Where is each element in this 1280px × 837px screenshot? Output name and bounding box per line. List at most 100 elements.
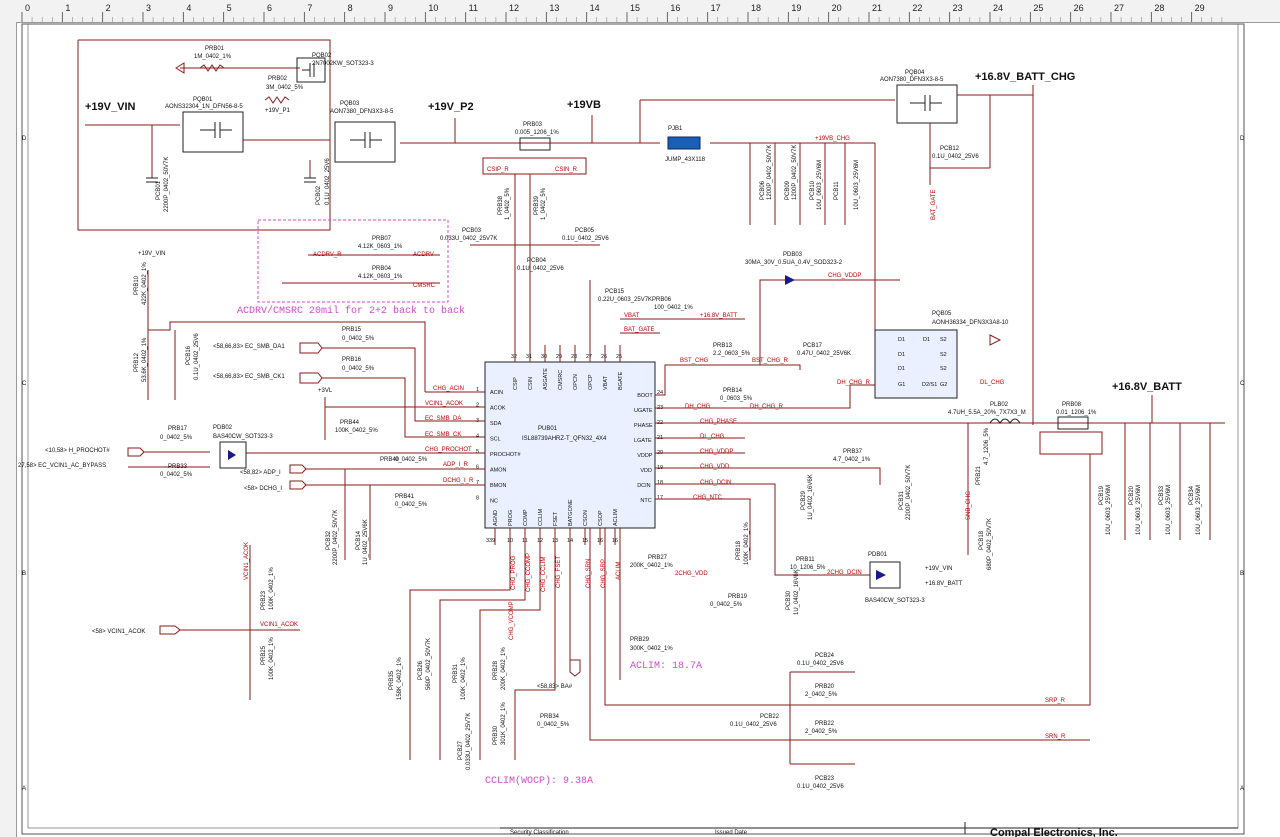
pcb02-value: 0.1U_0402_25V6 [325,158,331,205]
prb12-value: 53.6K_0402_1% [142,337,148,382]
pin-name-left: ACOK [490,406,506,412]
pin-name-top: CSIP [513,377,519,390]
prb33-ref: PRB33 [168,464,188,470]
prb03-value: 0.005_1206_1% [515,130,559,136]
prb40-ref: PRB40 [380,457,400,463]
dchg-i-connector [289,480,307,490]
ruler-label: 19 [791,3,801,13]
prb41-value: 0_0402_5% [395,502,428,508]
pqb05-g1: G1 [898,382,905,388]
rail-168-batt: +16.8V_BATT [1112,381,1182,393]
pcb22-value: 0.1U_0402_25V6 [730,722,777,728]
rail-19v-vin: +19V_VIN [85,101,136,113]
pcb18-ref: PCB18 [979,530,985,550]
pcb24-ref: PCB24 [815,653,835,659]
pqb01-ref: PQB01 [193,97,213,103]
prb04-value: 4.12K_0603_1% [358,274,403,280]
ruler-label: 18 [751,3,761,13]
ruler-label: 13 [549,3,559,13]
net-chg-prog: CHG_PROG [511,555,517,590]
prb29-ref: PRB29 [630,637,650,643]
pcb09-value: 1200P_0402_50V7K [792,145,798,200]
pjb1-jumper [667,136,701,150]
ruler-label: 26 [1074,3,1084,13]
net-chg-vcin1-vertical: VCIN1_ACOK [244,542,250,580]
pqb05-d1top: D1 [923,337,930,343]
prb30-ref: PRB30 [493,725,499,745]
pin-name-bottom: CSOP [598,510,604,526]
offpage-prochot: <10,58> H_PROCHOT# [45,448,110,454]
prb11-ref: PRB11 [796,557,815,563]
prb29-value: 300K_0402_1% [630,646,673,652]
pin-name-top: ASGATE [543,368,549,390]
prb13-value: 2.2_0603_5% [713,351,751,357]
offpage-smb-da: <58,66,83> EC_SMB_DA1 [213,344,285,350]
wire-smb-da-route [400,347,485,422]
pcb04-ref: PCB04 [527,258,547,264]
offpage-smb-ck: <58,66,83> EC_SMB_CK1 [213,374,285,380]
pin-number-right: 18 [657,480,663,486]
title-security: Security Classification [510,830,569,836]
net-adp-i: ADP_I_R [443,462,469,468]
pqb01-part: AONS32304_1N_DFN56-8-5 [165,104,243,110]
title-issued: Issued Date [715,830,748,836]
ruler-label: 22 [912,3,922,13]
prb08-sense-resistor [1057,416,1089,430]
prb07-value: 4.12K_0603_1% [358,244,403,250]
pcb06-value: 1200P_0402_50V7K [767,145,773,200]
pcb27-ref: PCB27 [458,740,464,760]
pcb09-ref: PCB09 [785,180,791,200]
offpage-adp-i: <58,82> ADP_I [240,470,281,476]
prb11-value: 10_1206_5% [790,565,826,571]
switching-stage: BST_CHG BST_CHG_R DH_CHG DH_CHG_R CHG_PH… [655,252,1225,576]
pqb02-ref: PQB02 [312,53,332,59]
ruler-label: 29 [1195,3,1205,13]
pin-name-bottom: CCLIM [538,508,544,526]
pcb10-value: 10U_0603_25V6M [817,160,823,210]
ruler-label: 10 [428,3,438,13]
pcb15-value: 0.22U_0603_25V7KPRB06 [598,297,672,303]
prb02-ref: PRB02 [268,76,288,82]
pin-number-left: 1 [476,387,479,393]
prb05-value: 100_0402_1% [654,305,693,311]
pub01-body [484,361,656,529]
net-2chg-vdd: 2CHG_VDD [675,571,708,577]
net-chg-cclim: CHG_CCLIM [541,557,547,592]
pcb33-value: 10U_0603_25V6M [1166,485,1172,535]
pcb23-ref: PCB23 [815,776,835,782]
prb08-ref: PRB08 [1062,402,1082,408]
wire-dcin [655,483,870,576]
prb19-value: 0_0402_5% [710,602,743,608]
pcb18-value: 680P_0402_50V7K [987,518,993,570]
pcb32-ref: PCB14 [356,530,362,550]
net-bat-gate-ic: BAT_GATE [624,327,654,333]
pcb31-value: 2200P_0402_50V7K [333,510,339,565]
ruler-label: 17 [711,3,721,13]
prb10-ref: PRB10 [134,275,140,295]
ruler-label: 27 [1114,3,1124,13]
ruler-label: 0 [25,3,30,13]
pin-name-right: VDD [640,468,652,474]
net-ec-smb-da: EC_SMB_DA [425,416,461,422]
zone-a-left: A [22,786,26,792]
pqb03-part: AON7380_DFN3X3-8-5 [330,109,394,115]
prb23-value: 100K_0402_1% [269,567,275,610]
pin-number-top: 29 [556,354,562,360]
pqb02-symbol [296,57,326,83]
prb01-ref: PRB01 [205,46,225,52]
net-srn-r: SRN_R [1045,734,1066,740]
pin-name-bottom: COMP [523,509,529,526]
smb-ck-connector [299,372,323,384]
pin-number-top: 26 [601,354,607,360]
pin-name-top: BGATE [618,371,624,390]
wire-ntc [655,498,751,560]
prb34-value: 0_0402_5% [537,722,570,728]
pcb15-ref: PCB15 [605,289,625,295]
pdb03-ref: PDB03 [783,252,803,258]
pcb33-ref: PCB33 [1159,485,1165,505]
net-aclim: ACLIM [616,562,622,580]
pqb02-part: 2N7002KW_SOT323-3 [312,61,374,67]
pdb01-ref: PDB01 [868,552,888,558]
prb10-value: 422K_0402_1% [142,262,148,305]
